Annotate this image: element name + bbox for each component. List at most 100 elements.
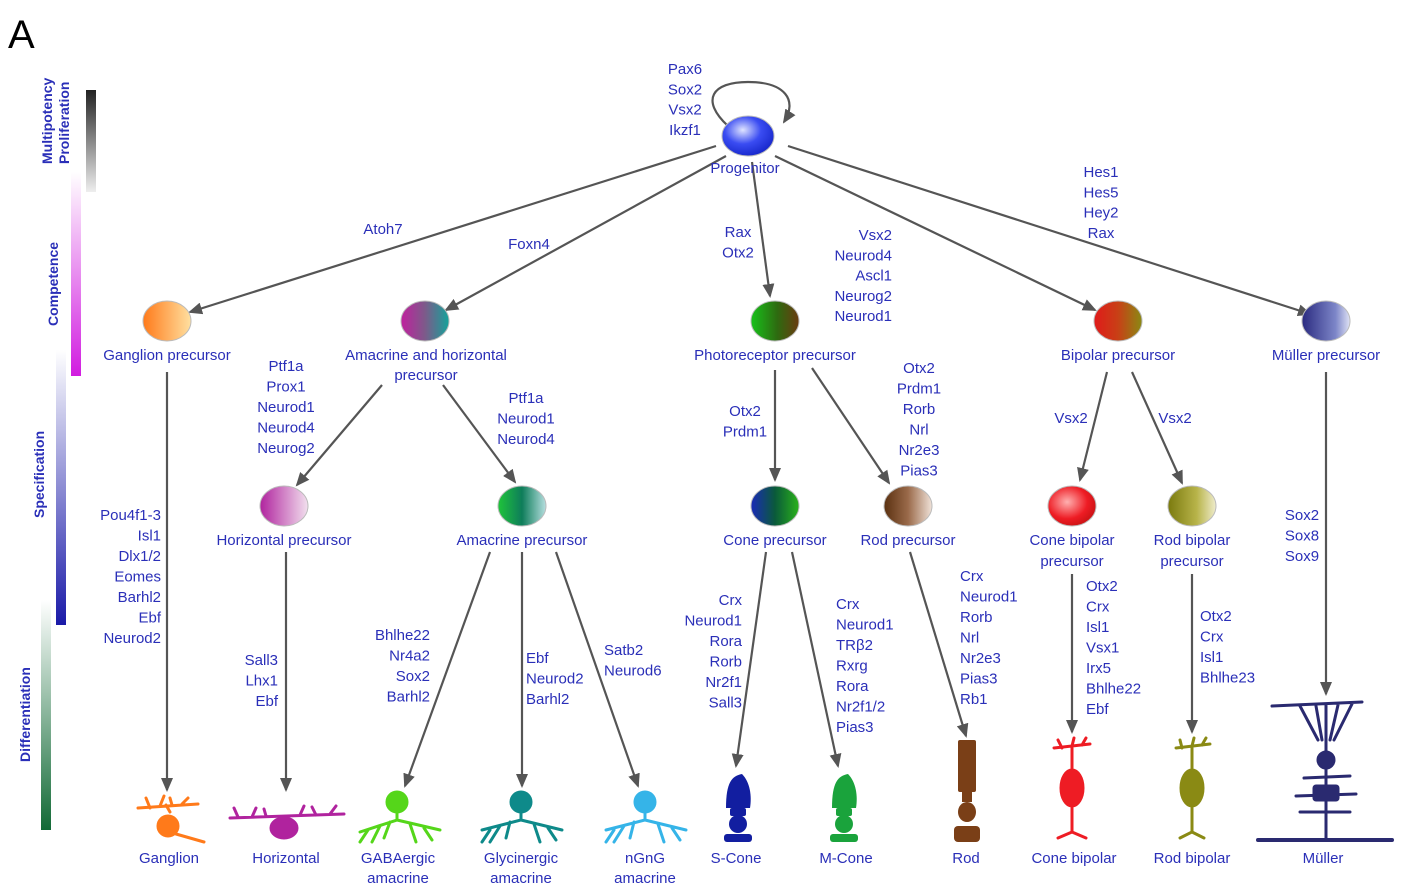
cell-label-rod: Rod (952, 850, 980, 867)
text-line: Isl1 (1086, 619, 1109, 636)
cell-label-cone-bipolar: Cone bipolar (1031, 850, 1116, 867)
muller-precursor-node (1301, 300, 1351, 342)
text-line: Lhx1 (245, 673, 278, 690)
text-line: Ebf (1086, 701, 1109, 718)
text-line: Rod precursor (860, 532, 955, 549)
text-line: Rb1 (960, 691, 988, 708)
text-line: amacrine (490, 870, 552, 887)
lineage-arrows (161, 80, 1332, 792)
text-line: Neurod6 (604, 663, 662, 680)
progenitor-node (721, 115, 775, 157)
text-line: Ikzf1 (669, 122, 701, 139)
text-line: Dlx1/2 (118, 548, 161, 565)
text-line: Foxn4 (508, 236, 550, 253)
text-line: Rora (709, 633, 742, 650)
text-line: Neurod4 (257, 420, 315, 437)
text-line: Crx (960, 568, 984, 585)
text-line: Ptf1a (268, 358, 304, 375)
text-line: Nr2e3 (960, 650, 1001, 667)
text-line: Nr4a2 (389, 648, 430, 665)
text-line: Rorb (903, 401, 936, 418)
rod-precursor-node (883, 485, 933, 527)
text-line: Neurod1 (836, 617, 894, 634)
cell-label-ganglion: Ganglion (139, 850, 199, 867)
factor-atoh7: Atoh7 (363, 221, 402, 238)
text-line: Pou4f1-3 (100, 507, 161, 524)
stage-label-differentiation: Differentiation (17, 667, 33, 762)
cell-label-glycinergic: Glycinergic amacrine (484, 850, 559, 887)
arrow-to-cone-bipolar-precursor (1077, 371, 1109, 482)
text-line: Neurod4 (497, 431, 555, 448)
text-line: Pias3 (836, 719, 874, 736)
cell-label-muller: Müller (1303, 850, 1344, 867)
text-line: Bhlhe23 (1200, 670, 1255, 687)
text-line: nGnG (625, 850, 665, 867)
text-line: Otx2 (729, 403, 761, 420)
text-line: Prdm1 (723, 424, 767, 441)
text-line: Rora (836, 678, 869, 695)
text-line: Isl1 (138, 528, 161, 545)
text-line: Sall3 (709, 695, 742, 712)
gabaergic-amacrine-icon (358, 790, 442, 844)
photoreceptor-precursor-node (750, 300, 800, 342)
text-line: Prdm1 (897, 381, 941, 398)
text-line: Crx (1200, 629, 1224, 646)
text-line: Rorb (960, 609, 993, 626)
text-line: Barhl2 (526, 691, 569, 708)
arrow-gaba-diff (403, 551, 492, 788)
text-line: Müller (1303, 850, 1344, 867)
text-line: Neurod2 (526, 671, 584, 688)
arrow-mcone-diff (790, 551, 842, 768)
text-line: Neurod2 (103, 630, 161, 647)
text-line: Sall3 (245, 652, 278, 669)
text-line: Barhl2 (387, 689, 430, 706)
text-line: Rod (952, 850, 980, 867)
text-line: Sox9 (1285, 548, 1319, 565)
text-line: Rxrg (836, 658, 868, 675)
cell-label-rod-bipolar: Rod bipolar (1154, 850, 1231, 867)
text-line: Neurod1 (497, 411, 555, 428)
cell-label-mcone: M-Cone (819, 850, 872, 867)
arrow-ngng-diff (554, 551, 640, 788)
text-line: Nr2f1 (705, 674, 742, 691)
progenitor-label: Progenitor (710, 160, 779, 177)
text-line: Rod bipolar (1154, 532, 1231, 549)
svg-text:MultipotencyProliferation: MultipotencyProliferation (39, 77, 72, 164)
text-line: Cone bipolar (1029, 532, 1114, 549)
text-line: precursor (1160, 553, 1223, 570)
text-line: Horizontal precursor (216, 532, 351, 549)
differentiation-bar (41, 600, 51, 830)
arrow-rod-diff (908, 551, 969, 738)
text-line: Crx (1086, 599, 1110, 616)
proliferation-bar (86, 90, 96, 192)
text-line: Irx5 (1086, 660, 1111, 677)
amacrine-precursor-label: Amacrine precursor (457, 532, 588, 549)
text-line: Otx2 (1086, 578, 1118, 595)
text-line: Pias3 (900, 463, 938, 480)
text-line: Glycinergic (484, 850, 559, 867)
factor-cone-bipolar-tf: Vsx2 (1054, 410, 1087, 427)
text-line: Rorb (709, 654, 742, 671)
text-line: Nr2f1/2 (836, 699, 885, 716)
text-line: Neurog2 (834, 288, 892, 305)
text-line: Prox1 (266, 379, 305, 396)
text-line: Vsx2 (859, 227, 892, 244)
rod-icon (954, 740, 980, 842)
s-cone-icon (724, 774, 752, 842)
text-line: Isl1 (1200, 649, 1223, 666)
amacrine-horizontal-precursor-node (400, 300, 450, 342)
text-line: Neurod4 (834, 247, 892, 264)
cell-label-horizontal: Horizontal (252, 850, 320, 867)
